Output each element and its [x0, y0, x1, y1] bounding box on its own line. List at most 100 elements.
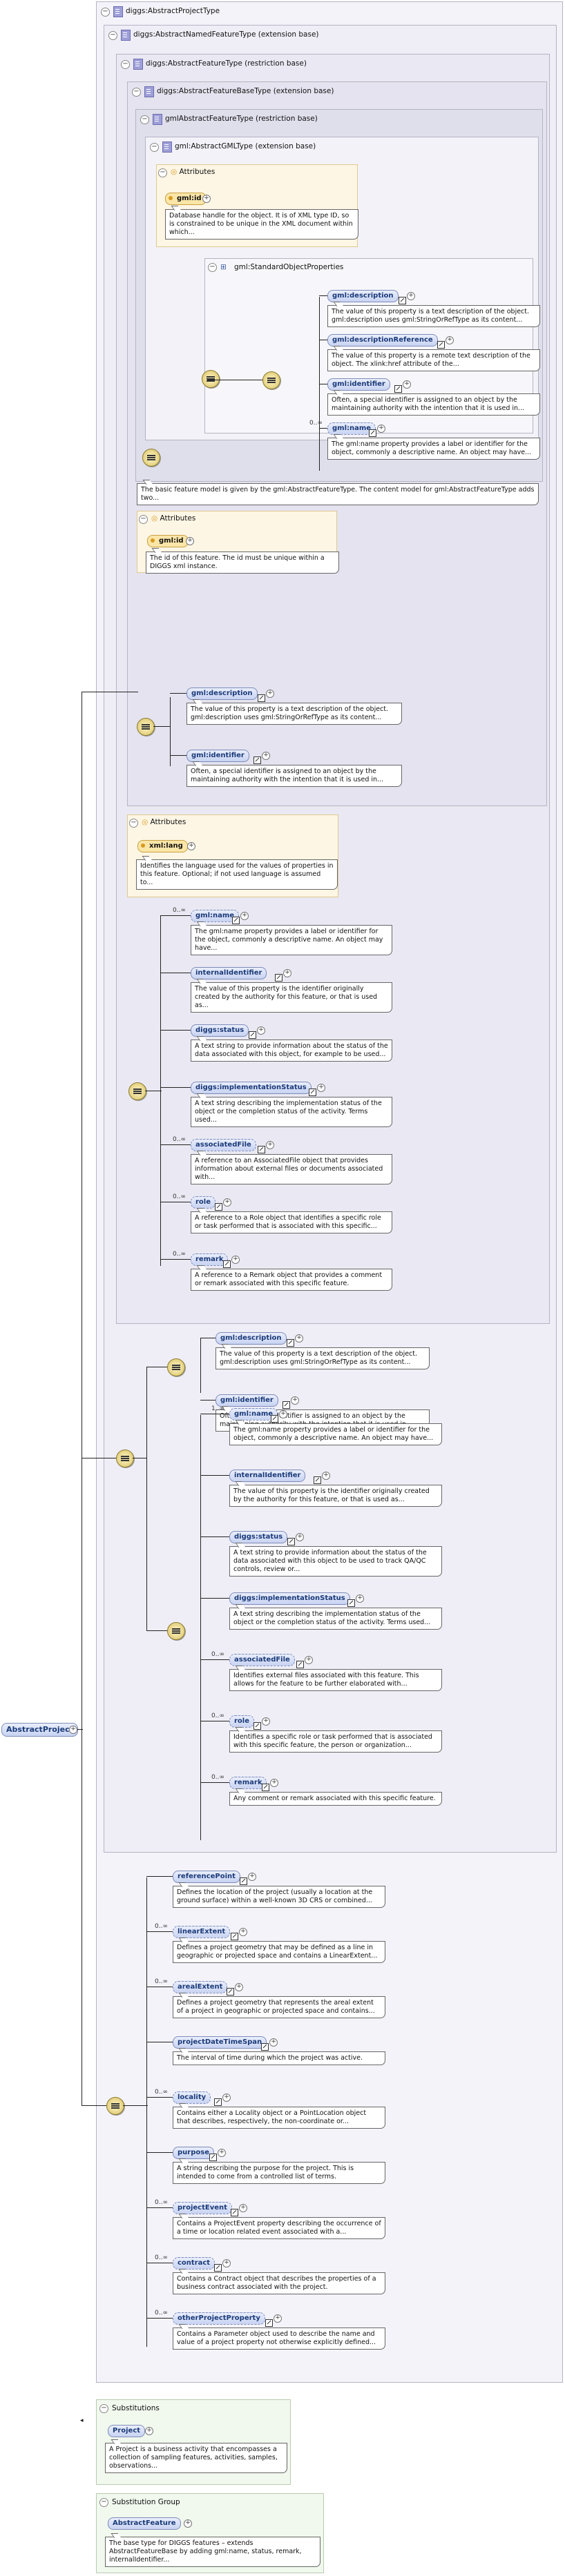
- expand-icon[interactable]: +: [240, 912, 249, 920]
- cardinality-label: 0..∞: [155, 2199, 168, 2206]
- element-gml-description[interactable]: gml:description: [186, 687, 258, 700]
- element-gml-identifier[interactable]: gml:identifier: [216, 1394, 278, 1407]
- element-description: A reference to an AssociatedFile object …: [191, 1154, 392, 1184]
- expand-icon[interactable]: +: [262, 752, 270, 760]
- expand-icon[interactable]: +: [222, 2094, 231, 2102]
- reference-icon: [261, 2043, 269, 2051]
- expand-icon[interactable]: +: [239, 2204, 247, 2212]
- expand-icon[interactable]: +: [218, 2149, 226, 2157]
- reference-icon: [253, 757, 261, 764]
- expand-icon[interactable]: +: [262, 1717, 270, 1726]
- expand-icon[interactable]: +: [270, 1779, 278, 1787]
- expand-icon[interactable]: +: [296, 1533, 304, 1541]
- type-title: diggs:AbstractNamedFeatureType (extensio…: [133, 30, 319, 39]
- substitution-group-element[interactable]: AbstractFeature: [108, 2517, 181, 2530]
- element-associatedfile[interactable]: associatedFile: [229, 1654, 295, 1666]
- expand-icon[interactable]: +: [274, 2314, 282, 2323]
- collapse-icon[interactable]: −: [150, 143, 159, 152]
- element-diggs-status[interactable]: diggs:status: [191, 1024, 249, 1037]
- root-element-abstract-project[interactable]: AbstractProject: [1, 1723, 78, 1737]
- collapse-icon[interactable]: −: [99, 2498, 108, 2507]
- expand-icon[interactable]: +: [407, 292, 415, 300]
- element-contract[interactable]: contract: [173, 2257, 216, 2270]
- element-gml-name[interactable]: gml:name: [191, 910, 240, 922]
- expand-icon[interactable]: +: [266, 690, 274, 698]
- expand-icon[interactable]: +: [266, 1141, 274, 1149]
- element-role[interactable]: role: [191, 1196, 216, 1209]
- expand-icon[interactable]: +: [231, 1256, 240, 1264]
- element-description: A text string describing the implementat…: [191, 1097, 392, 1127]
- element-associatedfile[interactable]: associatedFile: [191, 1139, 256, 1151]
- element-gml-name[interactable]: gml:name: [327, 422, 376, 435]
- element-description: Often, a special identifier is assigned …: [186, 765, 402, 787]
- cardinality-label: 0..∞: [155, 2089, 168, 2096]
- expand-icon[interactable]: +: [356, 1594, 364, 1603]
- expand-icon[interactable]: +: [317, 1084, 325, 1092]
- expand-icon[interactable]: +: [184, 2519, 192, 2528]
- collapse-icon[interactable]: −: [101, 8, 110, 17]
- collapse-icon[interactable]: −: [140, 115, 149, 124]
- expand-icon[interactable]: +: [257, 1026, 265, 1035]
- expand-icon[interactable]: +: [186, 537, 194, 545]
- element-remark[interactable]: remark: [191, 1253, 229, 1266]
- element-gml-description[interactable]: gml:description: [216, 1332, 287, 1345]
- element-remark[interactable]: remark: [229, 1777, 267, 1789]
- collapse-icon[interactable]: −: [208, 263, 217, 272]
- element-gml-identifier[interactable]: gml:identifier: [186, 750, 249, 762]
- element-description: The value of this property is a text des…: [327, 305, 540, 327]
- attributes-icon: ◎: [142, 818, 149, 826]
- expand-icon[interactable]: +: [145, 2427, 153, 2435]
- expand-icon[interactable]: +: [446, 336, 454, 344]
- expand-icon[interactable]: +: [222, 2259, 231, 2267]
- expand-icon[interactable]: +: [295, 1334, 303, 1343]
- element-arealextent[interactable]: arealExtent: [173, 1981, 228, 1993]
- reference-icon: [287, 1339, 294, 1347]
- element-locality[interactable]: locality: [173, 2091, 211, 2104]
- collapse-icon[interactable]: −: [129, 819, 138, 828]
- element-description: Contains a Parameter object used to desc…: [173, 2328, 385, 2350]
- element-description: Contains either a Locality object or a P…: [173, 2107, 385, 2129]
- collapse-icon[interactable]: −: [139, 515, 148, 524]
- expand-icon[interactable]: +: [223, 1198, 231, 1207]
- expand-icon[interactable]: +: [187, 842, 195, 850]
- expand-icon[interactable]: +: [202, 195, 211, 203]
- expand-icon[interactable]: +: [239, 1928, 247, 1936]
- attribute-gml-id[interactable]: gml:id: [165, 193, 207, 205]
- expand-icon[interactable]: +: [279, 1410, 287, 1418]
- element-internalidentifier[interactable]: internalIdentifier: [229, 1470, 306, 1482]
- collapse-icon[interactable]: −: [121, 60, 130, 69]
- collapse-icon[interactable]: −: [108, 31, 117, 40]
- element-diggs-implementationstatus[interactable]: diggs:implementationStatus: [229, 1592, 350, 1605]
- substitution-element-project[interactable]: Project: [108, 2425, 146, 2437]
- element-diggs-implementationstatus[interactable]: diggs:implementationStatus: [191, 1082, 312, 1094]
- expand-icon[interactable]: +: [291, 1396, 299, 1405]
- expand-icon[interactable]: +: [235, 1983, 243, 1991]
- element-gml-descriptionreference[interactable]: gml:descriptionReference: [327, 334, 438, 347]
- expand-icon[interactable]: +: [69, 1726, 77, 1734]
- expand-icon[interactable]: +: [305, 1656, 313, 1664]
- element-gml-description[interactable]: gml:description: [327, 290, 399, 302]
- expand-icon[interactable]: +: [322, 1472, 330, 1480]
- attribute-gml-id[interactable]: gml:id: [147, 535, 189, 547]
- element-otherprojectproperty[interactable]: otherProjectProperty: [173, 2312, 265, 2325]
- element-referencepoint[interactable]: referencePoint: [173, 1871, 240, 1883]
- element-gml-identifier[interactable]: gml:identifier: [327, 378, 390, 391]
- expand-icon[interactable]: +: [283, 969, 291, 977]
- element-role[interactable]: role: [229, 1715, 255, 1728]
- element-linearextent[interactable]: linearExtent: [173, 1926, 231, 1938]
- element-purpose[interactable]: purpose: [173, 2147, 214, 2159]
- element-diggs-status[interactable]: diggs:status: [229, 1531, 288, 1543]
- collapse-icon[interactable]: −: [132, 88, 141, 97]
- attribute-xml-lang[interactable]: xml:lang: [137, 840, 188, 852]
- element-internalidentifier[interactable]: internalIdentifier: [191, 967, 267, 979]
- collapse-icon[interactable]: −: [158, 168, 167, 177]
- cardinality-label: 0..∞: [173, 907, 186, 914]
- element-projectdatetimespan[interactable]: projectDateTimeSpan: [173, 2036, 267, 2049]
- element-projectevent[interactable]: projectEvent: [173, 2202, 232, 2214]
- expand-icon[interactable]: +: [403, 380, 411, 389]
- collapse-icon[interactable]: −: [99, 2404, 108, 2413]
- expand-icon[interactable]: +: [377, 425, 385, 433]
- expand-icon[interactable]: +: [248, 1873, 256, 1881]
- element-gml-name[interactable]: gml:name: [229, 1408, 278, 1421]
- expand-icon[interactable]: +: [269, 2038, 278, 2047]
